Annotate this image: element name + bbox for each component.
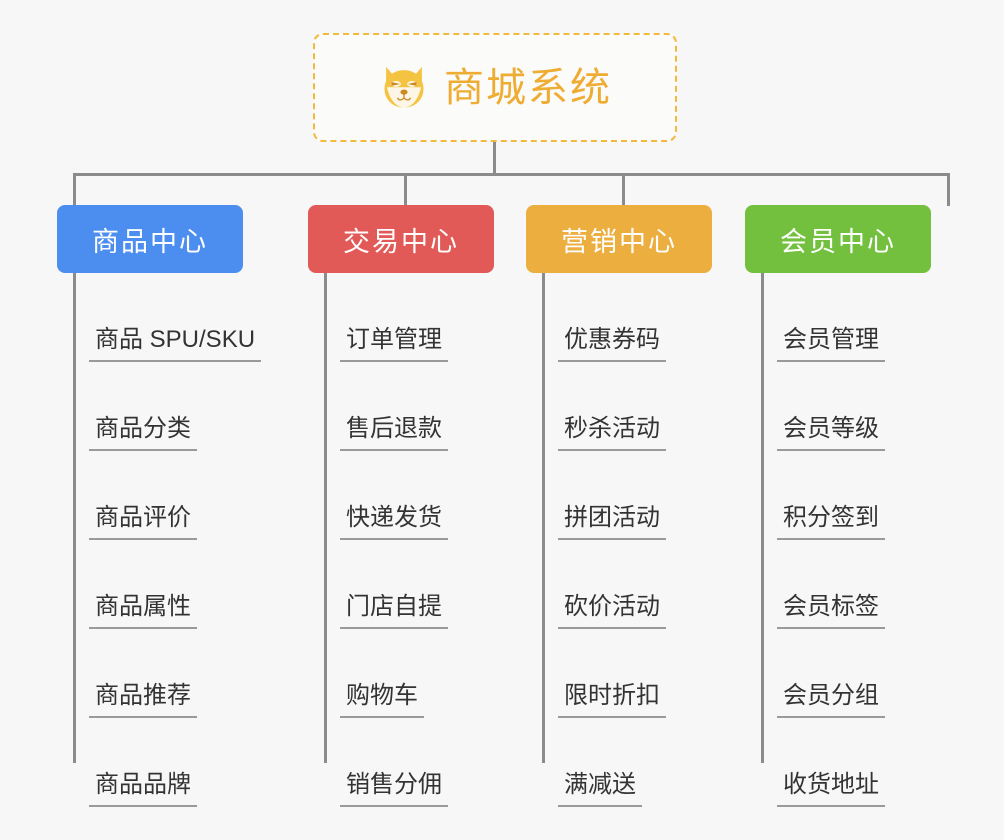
branch-header-label-3: 营销中心	[561, 226, 677, 257]
leaf-label: 商品属性	[89, 593, 197, 629]
leaf-item[interactable]: 商品属性	[57, 540, 243, 629]
branch-spine-4	[761, 273, 764, 763]
connector-drop-3	[622, 173, 625, 206]
connector-root-stem	[493, 142, 496, 175]
leaf-item[interactable]: 会员等级	[745, 362, 931, 451]
leaf-item[interactable]: 商品分类	[57, 362, 243, 451]
leaf-label: 商品 SPU/SKU	[89, 326, 262, 362]
branch-header-label-2: 交易中心	[343, 226, 459, 257]
root-node[interactable]: 商城系统	[313, 33, 677, 142]
branch-spine-1	[73, 273, 76, 763]
leaf-item[interactable]: 销售分佣	[308, 718, 494, 807]
root-title: 商城系统	[444, 65, 612, 110]
leaf-item[interactable]: 会员管理	[745, 273, 931, 362]
leaf-item[interactable]: 会员分组	[745, 629, 931, 718]
leaf-label: 销售分佣	[340, 771, 448, 807]
leaf-label: 收货地址	[777, 771, 885, 807]
leaf-label: 满减送	[558, 771, 642, 807]
leaf-label: 门店自提	[340, 593, 448, 629]
leaf-label: 商品评价	[89, 504, 197, 540]
branch-spine-3	[542, 273, 545, 763]
leaf-list-2: 订单管理 售后退款 快递发货 门店自提 购物车 销售分佣	[308, 273, 494, 807]
leaf-item[interactable]: 拼团活动	[526, 451, 712, 540]
leaf-item[interactable]: 收货地址	[745, 718, 931, 807]
leaf-item[interactable]: 秒杀活动	[526, 362, 712, 451]
leaf-label: 商品品牌	[89, 771, 197, 807]
branch-header-4[interactable]: 会员中心	[745, 205, 931, 273]
leaf-label: 砍价活动	[558, 593, 666, 629]
branch-header-label-4: 会员中心	[780, 226, 896, 257]
leaf-label: 会员等级	[777, 415, 885, 451]
connector-drop-1	[73, 173, 76, 206]
leaf-item[interactable]: 商品评价	[57, 451, 243, 540]
branch-header-3[interactable]: 营销中心	[526, 205, 712, 273]
leaf-item[interactable]: 售后退款	[308, 362, 494, 451]
leaf-item[interactable]: 满减送	[526, 718, 712, 807]
leaf-list-4: 会员管理 会员等级 积分签到 会员标签 会员分组 收货地址	[745, 273, 931, 807]
leaf-item[interactable]: 优惠券码	[526, 273, 712, 362]
leaf-item[interactable]: 商品推荐	[57, 629, 243, 718]
leaf-label: 限时折扣	[558, 682, 666, 718]
leaf-label: 快递发货	[340, 504, 448, 540]
leaf-label: 会员管理	[777, 326, 885, 362]
connector-drop-4	[947, 173, 950, 206]
leaf-label: 购物车	[340, 682, 424, 718]
branch-交易中心: 交易中心 订单管理 售后退款 快递发货 门店自提 购物车 销售分佣	[308, 205, 494, 807]
leaf-label: 订单管理	[340, 326, 448, 362]
shiba-dog-icon	[384, 66, 424, 107]
leaf-list-3: 优惠券码 秒杀活动 拼团活动 砍价活动 限时折扣 满减送	[526, 273, 712, 807]
leaf-item[interactable]: 订单管理	[308, 273, 494, 362]
branch-会员中心: 会员中心 会员管理 会员等级 积分签到 会员标签 会员分组 收货地址	[745, 205, 931, 807]
leaf-list-1: 商品 SPU/SKU 商品分类 商品评价 商品属性 商品推荐 商品品牌	[57, 273, 262, 807]
branch-spine-2	[324, 273, 327, 763]
leaf-label: 商品分类	[89, 415, 197, 451]
leaf-label: 优惠券码	[558, 326, 666, 362]
branch-商品中心: 商品中心 商品 SPU/SKU 商品分类 商品评价 商品属性 商品推荐 商品品牌	[57, 205, 262, 807]
connector-drop-2	[404, 173, 407, 206]
leaf-item[interactable]: 限时折扣	[526, 629, 712, 718]
branch-header-2[interactable]: 交易中心	[308, 205, 494, 273]
leaf-label: 会员标签	[777, 593, 885, 629]
leaf-label: 售后退款	[340, 415, 448, 451]
leaf-label: 拼团活动	[558, 504, 666, 540]
branch-营销中心: 营销中心 优惠券码 秒杀活动 拼团活动 砍价活动 限时折扣 满减送	[526, 205, 712, 807]
leaf-label: 会员分组	[777, 682, 885, 718]
leaf-item[interactable]: 门店自提	[308, 540, 494, 629]
leaf-item[interactable]: 购物车	[308, 629, 494, 718]
branch-header-label-1: 商品中心	[92, 226, 208, 257]
leaf-item[interactable]: 砍价活动	[526, 540, 712, 629]
leaf-item[interactable]: 商品 SPU/SKU	[57, 273, 262, 362]
leaf-label: 积分签到	[777, 504, 885, 540]
leaf-label: 商品推荐	[89, 682, 197, 718]
leaf-item[interactable]: 商品品牌	[57, 718, 243, 807]
connector-horizontal-bus	[73, 173, 950, 176]
leaf-item[interactable]: 积分签到	[745, 451, 931, 540]
leaf-item[interactable]: 会员标签	[745, 540, 931, 629]
branch-header-1[interactable]: 商品中心	[57, 205, 243, 273]
leaf-label: 秒杀活动	[558, 415, 666, 451]
leaf-item[interactable]: 快递发货	[308, 451, 494, 540]
